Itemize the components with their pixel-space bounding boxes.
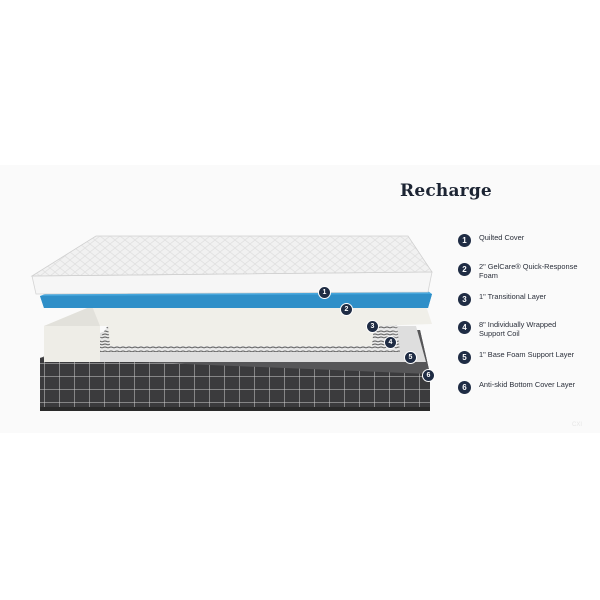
- callout-6: 6: [422, 369, 435, 382]
- legend-item-base-foam: 5 1" Base Foam Support Layer: [458, 350, 598, 364]
- legend-item-bottom-cover: 6 Anti-skid Bottom Cover Layer: [458, 380, 598, 394]
- legend-item-support-coil: 4 8" Individually Wrapped Support Coil: [458, 320, 598, 338]
- legend-item-transitional-layer: 3 1" Transitional Layer: [458, 292, 598, 306]
- product-title: Recharge: [400, 181, 492, 201]
- brand-watermark: CXI: [572, 422, 583, 428]
- callout-4: 4: [384, 336, 397, 349]
- legend-label: Quilted Cover: [479, 233, 525, 242]
- legend-number-badge: 4: [458, 321, 471, 334]
- legend-label: 8" Individually Wrapped Support Coil: [479, 320, 557, 338]
- callout-1: 1: [318, 286, 331, 299]
- legend-number-badge: 2: [458, 263, 471, 276]
- legend-item-gelcare-foam: 2 2" GelCare® Quick-Response Foam: [458, 262, 598, 280]
- legend-label: 1" Base Foam Support Layer: [479, 350, 575, 359]
- legend-label: 1" Transitional Layer: [479, 292, 547, 301]
- legend-number-badge: 5: [458, 351, 471, 364]
- legend-item-quilted-cover: 1 Quilted Cover: [458, 233, 598, 247]
- transitional-layer: [44, 306, 432, 362]
- legend-label: Anti-skid Bottom Cover Layer: [479, 380, 576, 389]
- legend-number-badge: 6: [458, 381, 471, 394]
- legend-number-badge: 3: [458, 293, 471, 306]
- legend-number-badge: 1: [458, 234, 471, 247]
- quilted-cover-layer: [30, 235, 433, 295]
- callout-3: 3: [366, 320, 379, 333]
- callout-5: 5: [404, 351, 417, 364]
- legend-label: 2" GelCare® Quick-Response Foam: [479, 262, 578, 280]
- callout-2: 2: [340, 303, 353, 316]
